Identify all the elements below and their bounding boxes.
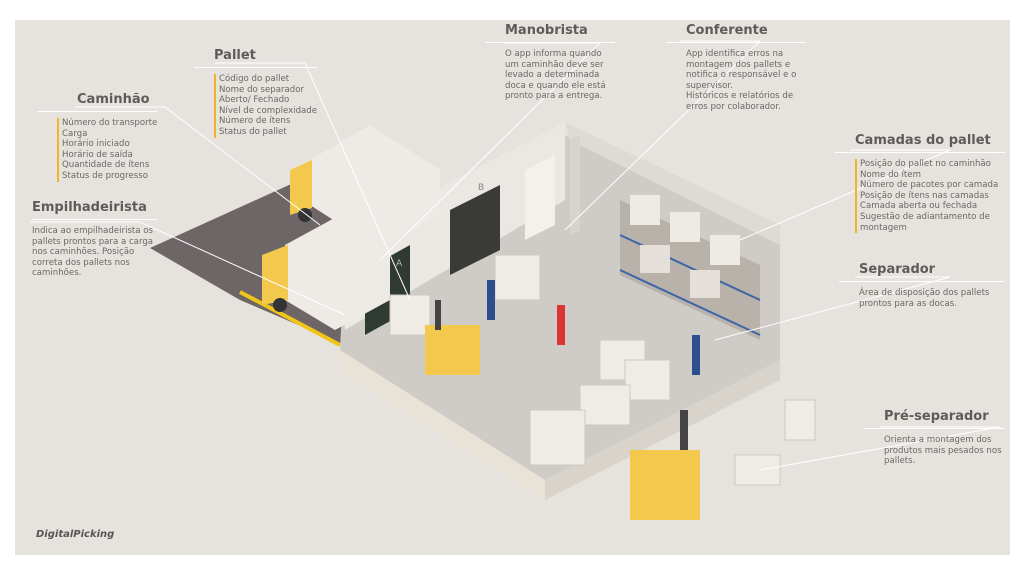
empilhadeirista-title: Empilhadeirista [32, 200, 147, 215]
separador-text: Área de disposição dos pallets prontos p… [859, 288, 990, 309]
list-item: Código do pallet [214, 74, 317, 85]
list-item: Horário de saída [57, 149, 157, 161]
pallet-boxes [389, 254, 816, 486]
label-caminhao: Caminhão Número do transporte Carga Horá… [37, 92, 158, 182]
road-marking [239, 290, 341, 347]
floor-slab-left [340, 350, 545, 500]
conferente-title: Conferente [686, 23, 768, 38]
list-item: Número de ítens [214, 116, 317, 127]
floor-slab-right [545, 360, 780, 500]
label-empilhadeirista: Empilhadeirista Indica ao empilhadeirist… [32, 200, 157, 279]
forklift-2 [630, 410, 700, 520]
pallet-title: Pallet [214, 48, 256, 63]
pre-separador-title: Pré-separador [884, 409, 989, 424]
digitalpicking-logo: DigitalPicking [36, 529, 115, 540]
label-camadas: Camadas do pallet Posição do pallet no c… [835, 133, 1005, 234]
label-pre-separador: Pré-separador Orienta a montagem dos pro… [864, 409, 1004, 467]
pallet-racks [619, 195, 761, 340]
list-item: Número do transporte [57, 118, 157, 129]
separador-title: Separador [859, 262, 936, 277]
caminhao-title: Caminhão [77, 92, 150, 107]
list-item: Horário iniciado [57, 139, 157, 150]
list-item: Camada aberta ou fechada [855, 201, 1005, 212]
list-item: Quantidade de ítens [57, 160, 157, 171]
conferente-text: App identifica erros na montagem dos pal… [686, 49, 797, 91]
list-item: Aberto/ Fechado [214, 95, 317, 106]
list-item: Nível de complexidade [214, 105, 317, 117]
manobrista-text: O app informa quando um caminhão deve se… [505, 49, 606, 102]
list-item: Nome do ítem [855, 169, 1005, 181]
list-item: Status de progresso [57, 170, 157, 182]
camadas-title: Camadas do pallet [855, 133, 991, 148]
dock-b-label: B [478, 183, 484, 193]
list-item: Status do pallet [214, 126, 317, 138]
list-item: Sugestão de adiantamento de montagem [855, 211, 1005, 234]
back-right-wall [565, 122, 780, 245]
leader-lines [30, 40, 1001, 471]
label-pallet: Pallet Código do pallet Nome do separado… [194, 48, 318, 138]
worker [557, 305, 565, 345]
forklift-1 [425, 300, 480, 375]
manobrista-title: Manobrista [505, 23, 588, 38]
list-item: Posição de ítens nas camadas [855, 190, 1005, 202]
label-conferente: Conferente App identifica erros na monta… [666, 23, 806, 113]
pre-separador-text: Orienta a montagem dos produtos mais pes… [884, 435, 1002, 467]
conferente-text-2: Históricos e relatórios de erros por col… [686, 91, 794, 112]
list-item: Carga [57, 128, 157, 140]
list-item: Número de pacotes por camada [855, 180, 1005, 191]
truck-2 [262, 215, 390, 330]
dock-door-b [450, 185, 500, 275]
list-item: Posição do pallet no caminhão [855, 159, 1005, 170]
dock-door-c [525, 155, 555, 240]
label-manobrista: Manobrista O app informa quando um camin… [485, 23, 615, 102]
list-item: Nome do separador [214, 84, 317, 96]
worker [487, 280, 495, 320]
label-separador: Separador Área de disposição dos pallets… [839, 262, 1004, 309]
dock-a-label: A [396, 259, 403, 269]
empilhadeirista-text: Indica ao empilhadeirista os pallets pro… [32, 226, 154, 279]
right-wall [570, 135, 580, 235]
worker [692, 335, 700, 375]
